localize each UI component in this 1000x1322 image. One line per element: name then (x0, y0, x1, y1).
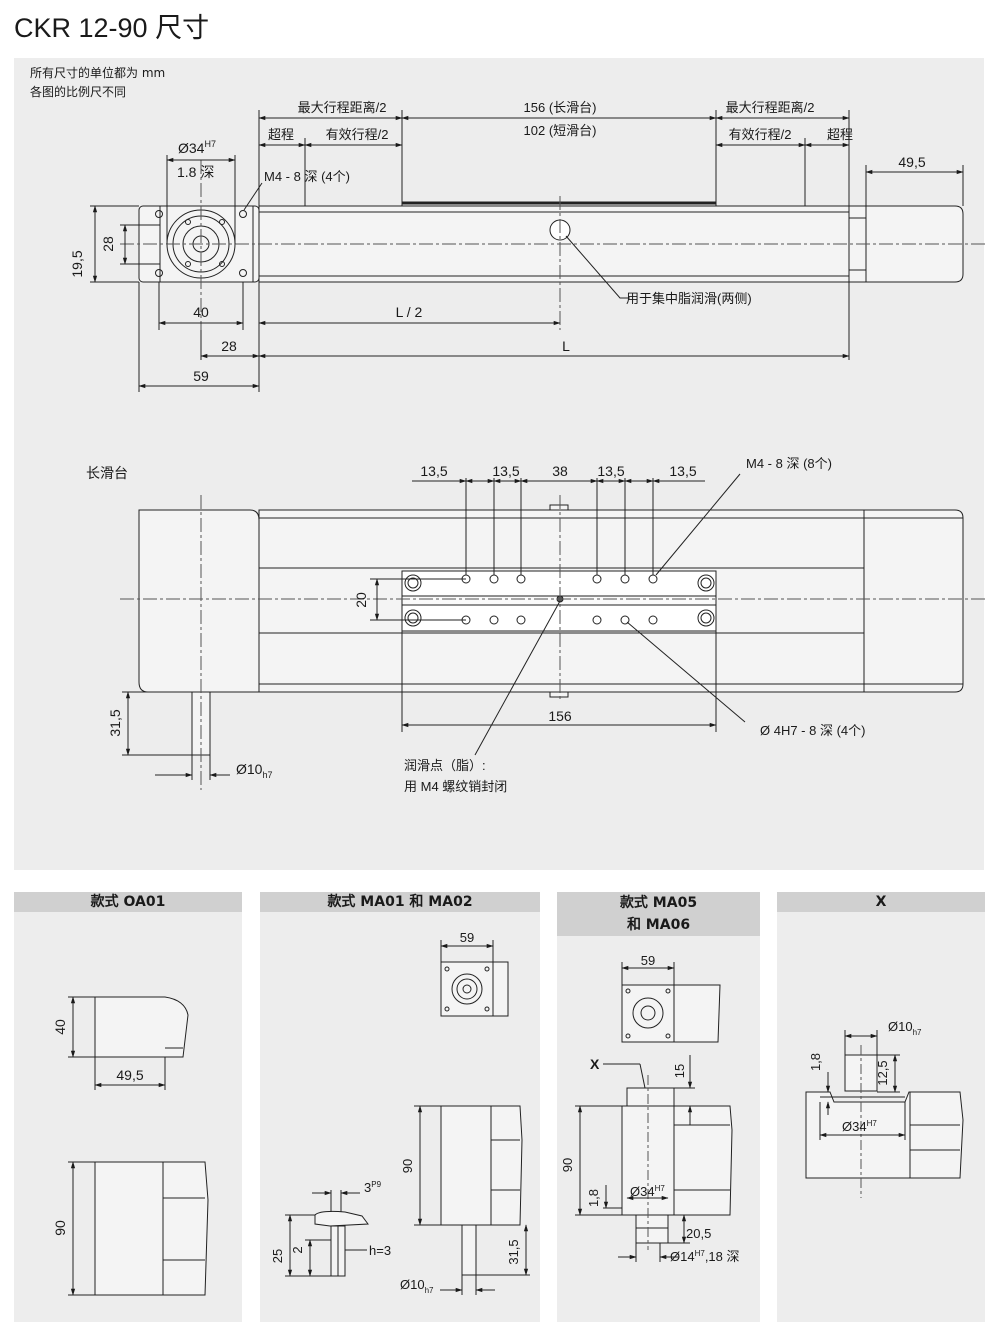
label-depth-1-8: 1.8 深 (177, 164, 214, 180)
panel-x-header: X (777, 892, 985, 912)
oa01-large-view (94, 1161, 209, 1296)
label-d-20: 20 (353, 592, 369, 608)
label-d10: Ø10h7 (236, 761, 272, 780)
ma05-d90: 90 (560, 1158, 575, 1172)
note-units: 所有尺寸的单位都为 mm (30, 66, 166, 80)
x-d1-8: 1,8 (808, 1053, 823, 1071)
label-d34: Ø34H7 (178, 139, 216, 156)
label-dim-49-5: 49,5 (898, 154, 925, 170)
label-overtravel-left: 超程 (268, 127, 294, 142)
note-scale: 各图的比例尺不同 (30, 85, 127, 99)
label-dim-28-h: 28 (221, 338, 237, 354)
label-m4-8: M4 - 8 深 (8个) (746, 456, 832, 471)
oa01-d49-5: 49,5 (116, 1067, 143, 1083)
ma05-d14: Ø14H7,18 深 (670, 1249, 740, 1264)
ma01-d59: 59 (460, 930, 474, 945)
label-long-slide-title: 长滑台 (86, 465, 128, 481)
x-d10: Ø10h7 (888, 1019, 922, 1037)
ma05-d59: 59 (641, 953, 655, 968)
label-d-38: 38 (552, 463, 568, 479)
label-d-13-5-c: 13,5 (597, 463, 624, 479)
ma01-d10: Ø10h7 (400, 1277, 434, 1295)
panel-ma05-header-line1: 款式 MA05 (619, 895, 698, 911)
ma01-d25: 25 (270, 1249, 285, 1263)
ma01-key-detail (314, 1210, 369, 1277)
ma05-top-view (621, 984, 721, 1043)
label-d-31-5: 31,5 (107, 709, 123, 736)
drive-shaft (191, 691, 211, 756)
ma05-side-view (621, 1087, 733, 1244)
panel-ma05-header: 款式 MA05 和 MA06 (557, 892, 760, 936)
panel-oa01-header: 款式 OA01 (14, 892, 242, 912)
label-dim-28-v: 28 (100, 236, 116, 252)
panel-ma05-header-line2: 和 MA06 (626, 917, 691, 933)
oa01-d90: 90 (52, 1220, 68, 1236)
ma05-d20-5: 20,5 (686, 1226, 711, 1241)
ma01-d2: 2 (290, 1246, 305, 1253)
oa01-d40: 40 (52, 1019, 68, 1035)
label-dim-40: 40 (193, 304, 209, 320)
ma05-d34: Ø34H7 (630, 1184, 665, 1199)
slide-view-actuator (138, 504, 964, 756)
ma05-d15: 15 (672, 1064, 687, 1078)
label-m4-holes: M4 - 8 深 (4个) (264, 169, 350, 184)
label-max-travel-right: 最大行程距离/2 (726, 100, 815, 115)
label-d-13-5-d: 13,5 (669, 463, 696, 479)
label-pin-holes: Ø 4H7 - 8 深 (4个) (760, 723, 865, 738)
label-eff-travel-left: 有效行程/2 (326, 127, 389, 142)
main-drawing-panel (14, 58, 984, 870)
ma01-small-view (440, 961, 509, 1017)
label-dim-19-5: 19,5 (69, 250, 85, 277)
label-lube-plug: 用 M4 螺纹销封闭 (404, 779, 507, 794)
label-dim-L2: L / 2 (396, 304, 423, 320)
label-short-slide: 102 (短滑台) (524, 123, 597, 138)
ma05-x: X (590, 1056, 600, 1072)
label-d-13-5-b: 13,5 (492, 463, 519, 479)
label-d-156: 156 (548, 708, 572, 724)
label-overtravel-right: 超程 (827, 127, 853, 142)
ma05-d1-8: 1,8 (586, 1189, 601, 1207)
label-dim-L: L (562, 338, 570, 354)
label-lube-note: 用于集中脂润滑(两侧) (626, 291, 752, 306)
panel-ma01-header: 款式 MA01 和 MA02 (260, 892, 540, 912)
ma01-d3: 3P9 (364, 1180, 382, 1195)
label-lube-point: 润滑点（脂）: (404, 758, 486, 773)
label-dim-59: 59 (193, 368, 209, 384)
label-d-13-5-a: 13,5 (420, 463, 447, 479)
ma01-d90: 90 (400, 1159, 415, 1173)
ma01-d31-5: 31,5 (506, 1239, 521, 1264)
label-eff-travel-right: 有效行程/2 (729, 127, 792, 142)
page-title: CKR 12-90 尺寸 (14, 13, 210, 43)
ma01-side-view (440, 1105, 523, 1276)
ma01-h3: h=3 (369, 1243, 391, 1258)
label-max-travel-left: 最大行程距离/2 (298, 100, 387, 115)
x-d12-5: 12,5 (875, 1060, 890, 1085)
oa01-small-view (94, 996, 189, 1058)
top-view-actuator (138, 201, 964, 283)
x-d34: Ø34H7 (842, 1119, 877, 1134)
label-long-slide: 156 (长滑台) (524, 100, 597, 115)
